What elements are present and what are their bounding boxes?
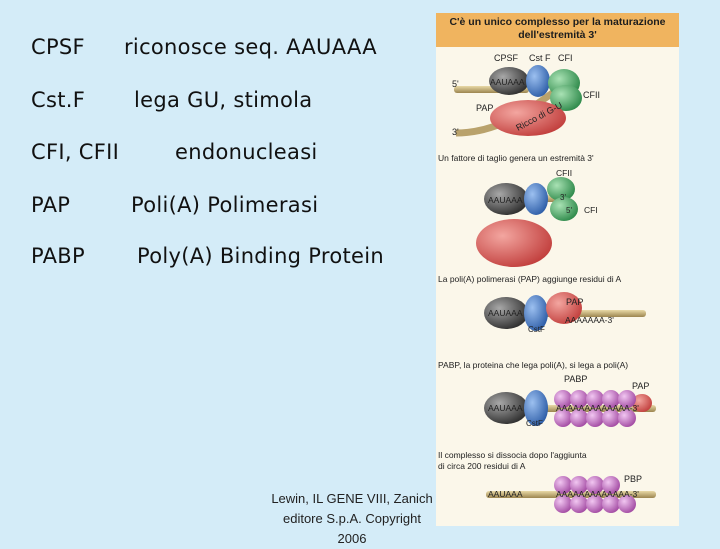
pap-label-3: PAP [566, 297, 583, 307]
pbp-label-5: PBP [624, 474, 642, 484]
pabp-bead [554, 495, 572, 513]
pap-label-4: PAP [632, 381, 649, 391]
pabp-bead [586, 495, 604, 513]
term-cfi-cfii: CFI, CFII [31, 140, 120, 164]
panel-3: La poli(A) polimerasi (PAP) aggiunge res… [438, 274, 646, 334]
seq-3: AAUAAA [488, 308, 523, 318]
cstf-protein [526, 65, 550, 97]
cfii-protein-2 [547, 177, 575, 201]
desc-cfi-cfii: endonucleasi [175, 140, 318, 164]
pabp-bead [570, 390, 588, 408]
figure-title-line-2: dell'estremità 3' [518, 29, 597, 41]
pabp-bead [570, 409, 588, 427]
pap-protein-3 [546, 292, 582, 324]
tail-3: AAAAAAA-3' [565, 315, 614, 325]
caption-5-line-1: Il complesso si dissocia dopo l'aggiunta [438, 450, 587, 460]
pabp-bead [554, 409, 572, 427]
pabp-bead [554, 390, 572, 408]
cpsf-protein-2 [484, 183, 528, 215]
pabp-bead [618, 495, 636, 513]
pabp-bead [586, 476, 604, 494]
figure-title: C'è un unico complesso per la maturazion… [440, 16, 675, 42]
desc-cpsf: riconosce seq. AAUAAA [124, 35, 377, 59]
term-pap: PAP [31, 193, 71, 217]
caption-5-line-2: di circa 200 residui di A [438, 461, 526, 471]
cstf-protein-3 [524, 295, 548, 331]
cfii-label-2: CFII [556, 168, 572, 178]
cstf-label-3: CstF [528, 325, 545, 334]
five-prime-1: 5' [452, 79, 459, 89]
cstf-label-4: CstF [526, 419, 543, 428]
pabp-bead [602, 476, 620, 494]
pap-label-1: PAP [476, 103, 493, 113]
seq-1: AAUAAA [490, 77, 525, 87]
cpsf-protein-3 [484, 297, 528, 329]
panel-1: CPSF Cst F CFI 5' 3' AAUAAA Ricco di G-U… [452, 53, 600, 137]
pap-protein-2 [476, 219, 552, 267]
pabp-bead [618, 390, 636, 408]
cfi-protein-2 [550, 197, 578, 221]
seq-4: AAUAAA [488, 403, 523, 413]
caption-2: Un fattore di taglio genera un estremità… [438, 153, 594, 163]
cfi-label-2: CFI [584, 205, 598, 215]
panel-2: Un fattore di taglio genera un estremità… [438, 153, 598, 267]
three-prime-1: 3' [452, 127, 459, 137]
pabp-bead [554, 476, 572, 494]
tail-5: AAAAAAAAAAAAA-3' [556, 489, 639, 499]
cpsf-protein-4 [484, 392, 528, 424]
panel-4: PABP, la proteina che lega poli(A), si l… [438, 360, 656, 428]
pabp-bead [602, 390, 620, 408]
three-label-2: 3' [560, 193, 566, 202]
seq-2: AAUAAA [488, 195, 523, 205]
pabp-bead [570, 495, 588, 513]
label-cpsf: CPSF [494, 53, 519, 63]
desc-pap: Poli(A) Polimerasi [131, 193, 319, 217]
polyadenylation-figure: C'è un unico complesso per la maturazion… [436, 13, 679, 526]
pabp-bead [602, 495, 620, 513]
pabp-bead [570, 476, 588, 494]
cstf-protein-4 [524, 390, 548, 426]
figure-header [436, 13, 679, 47]
five-label-2: 5' [566, 206, 572, 215]
caption-3: La poli(A) polimerasi (PAP) aggiunge res… [438, 274, 621, 284]
pabp-bead [618, 409, 636, 427]
citation-line-1: Lewin, IL GENE VIII, Zanich [271, 491, 433, 506]
citation: Lewin, IL GENE VIII, Zanich editore S.p.… [252, 489, 452, 549]
cfii-protein [550, 85, 582, 111]
figure-title-line-1: C'è un unico complesso per la maturazion… [449, 16, 666, 28]
cstf-protein-2 [524, 183, 548, 215]
pabp-cluster-4 [554, 390, 636, 427]
pabp-bead [586, 390, 604, 408]
seq-5: AAUAAA [488, 489, 523, 499]
figure-illustration: CPSF Cst F CFI 5' 3' AAUAAA Ricco di G-U… [438, 53, 656, 513]
pabp-bead [586, 409, 604, 427]
pabp-label-4: PABP [564, 374, 587, 384]
citation-line-2: editore S.p.A. Copyright [282, 511, 422, 526]
pap-protein [490, 100, 566, 136]
label-cfi: CFI [558, 53, 573, 63]
tail-4: AAAAAAAAAAAAA-3' [556, 403, 639, 413]
term-cpsf: CPSF [31, 35, 85, 59]
caption-4: PABP, la proteina che lega poli(A), si l… [438, 360, 628, 370]
cfii-label-1: CFII [583, 90, 600, 100]
citation-line-3: 2006 [337, 531, 367, 546]
pabp-cluster-5 [554, 476, 636, 513]
desc-cstf: lega GU, stimola [134, 88, 313, 112]
term-cstf: Cst.F [31, 88, 86, 112]
desc-pabp: Poly(A) Binding Protein [137, 244, 384, 268]
pap-protein-4 [632, 394, 652, 412]
label-cstf: Cst F [529, 53, 551, 63]
pabp-bead [602, 409, 620, 427]
panel-5: Il complesso si dissocia dopo l'aggiunta… [438, 450, 656, 513]
cpsf-protein [489, 67, 529, 95]
term-pabp: PABP [31, 244, 85, 268]
